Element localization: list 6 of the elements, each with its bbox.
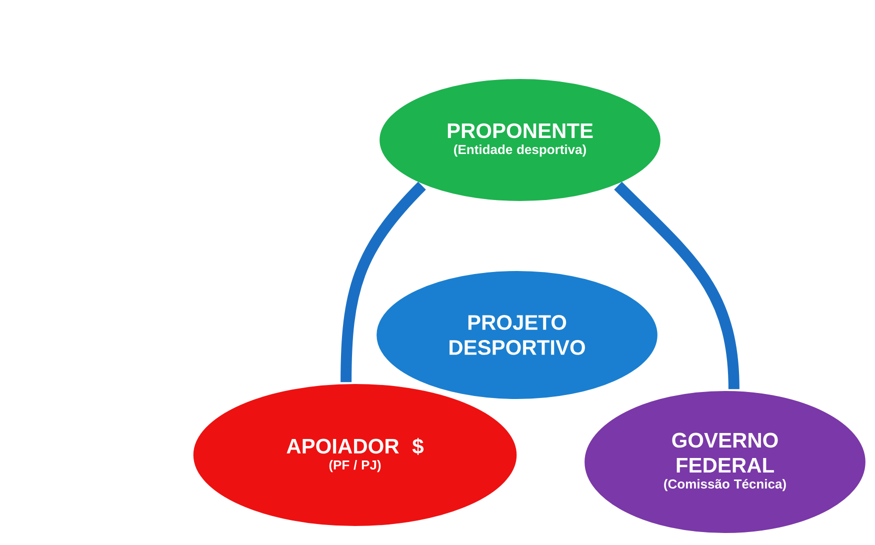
ellipse-node: GOVERNO FEDERAL (Comissão Técnica) bbox=[582, 389, 868, 535]
ellipse-node: PROJETO DESPORTIVO bbox=[374, 269, 660, 401]
arc-connector bbox=[614, 182, 740, 390]
ellipse-node: APOIADOR $ (PF / PJ) bbox=[191, 382, 519, 528]
arc-connector bbox=[340, 182, 426, 382]
ellipse-node: PROPONENTE (Entidade desportiva) bbox=[378, 77, 662, 203]
